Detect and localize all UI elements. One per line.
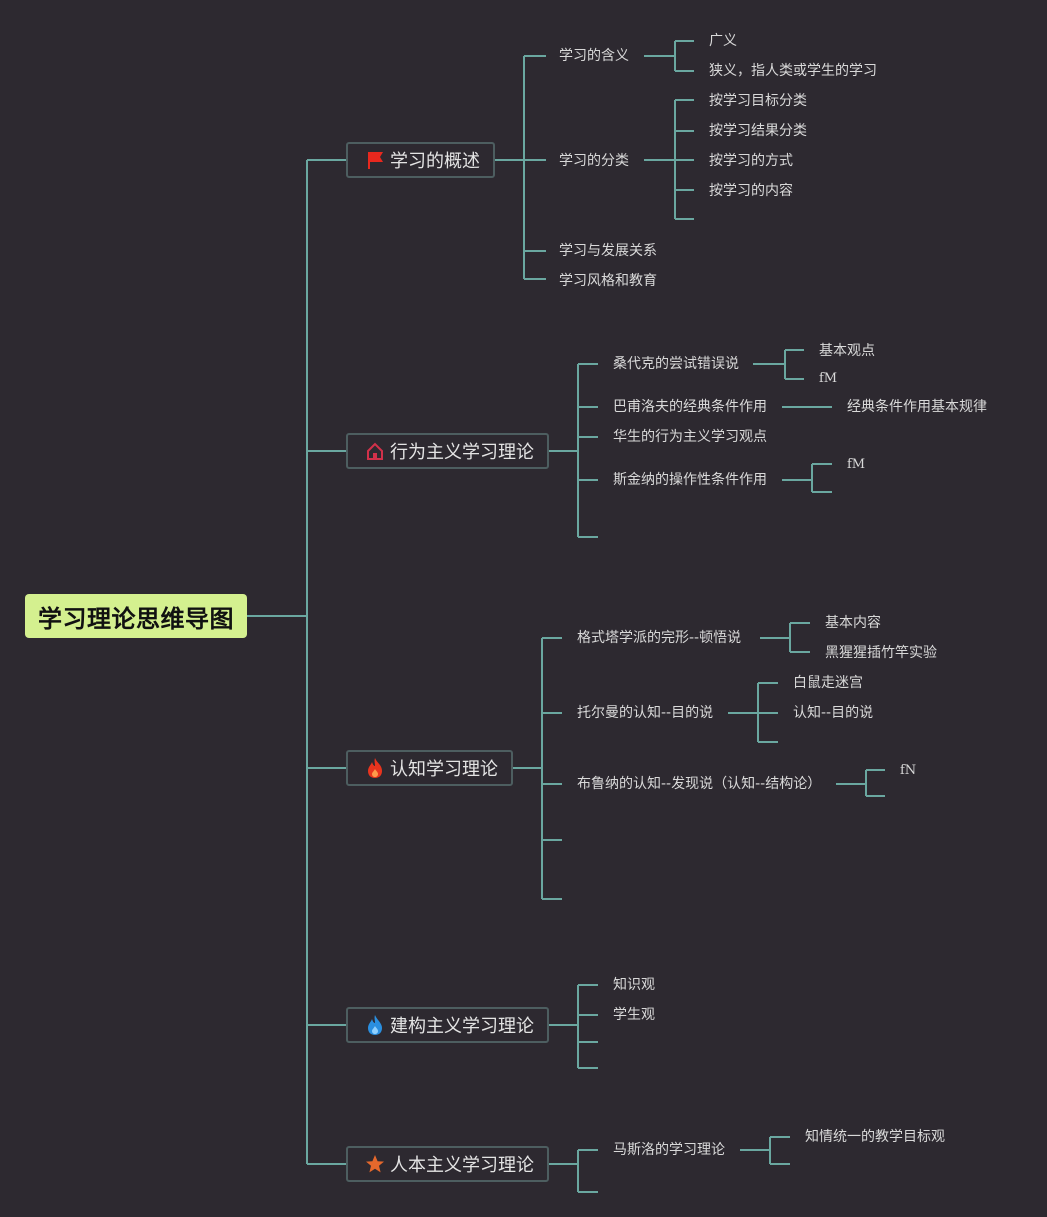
subtopic[interactable]: 华生的行为主义学习观点 xyxy=(613,429,767,445)
subtopic[interactable]: 学习的含义 xyxy=(559,48,629,64)
connector xyxy=(836,769,885,797)
leaf-node[interactable]: 广义 xyxy=(709,33,737,49)
subtopic[interactable]: 格式塔学派的完形--顿悟说 xyxy=(577,630,742,646)
leaf-node[interactable]: 基本内容 xyxy=(825,615,881,631)
connector xyxy=(760,622,810,653)
subtopic[interactable]: 学生观 xyxy=(613,1007,655,1023)
connector xyxy=(782,463,832,493)
leaf-node[interactable]: 黑猩猩插竹竿实验 xyxy=(825,645,937,661)
subtopic[interactable]: 马斯洛的学习理论 xyxy=(613,1142,725,1158)
leaf-node[interactable]: 知情统一的教学目标观 xyxy=(805,1129,945,1145)
leaf-node[interactable]: fM xyxy=(847,457,866,472)
leaf-node[interactable]: fM xyxy=(819,371,838,386)
topic-behaviorism[interactable]: 行为主义学习理论 xyxy=(346,433,549,469)
subtopic[interactable]: 学习风格和教育 xyxy=(559,273,657,289)
topic-label: 建构主义学习理论 xyxy=(390,1016,534,1037)
topic-humanism[interactable]: 人本主义学习理论 xyxy=(346,1146,549,1182)
root-label: 学习理论思维导图 xyxy=(38,604,234,633)
leaf-node[interactable]: 认知--目的说 xyxy=(793,705,874,721)
subtopic[interactable]: 斯金纳的操作性条件作用 xyxy=(613,472,767,488)
leaf-node[interactable]: fN xyxy=(900,763,917,778)
water-drop-icon xyxy=(364,1014,386,1036)
subtopic[interactable]: 知识观 xyxy=(613,977,655,993)
star-icon xyxy=(364,1153,386,1175)
leaf-node[interactable]: 白鼠走迷宫 xyxy=(793,675,863,691)
topic-label: 认知学习理论 xyxy=(390,759,498,780)
topic-constructivism[interactable]: 建构主义学习理论 xyxy=(346,1007,549,1043)
topic-label: 学习的概述 xyxy=(390,151,480,172)
leaf-node[interactable]: 狭义，指人类或学生的学习 xyxy=(709,63,877,79)
subtopic[interactable]: 托尔曼的认知--目的说 xyxy=(577,705,714,721)
topic-label: 行为主义学习理论 xyxy=(390,442,534,463)
subtopic[interactable]: 桑代克的尝试错误说 xyxy=(613,356,739,372)
topic-learning-overview[interactable]: 学习的概述 xyxy=(346,142,495,178)
leaf-node[interactable]: 按学习的内容 xyxy=(709,183,793,199)
subtopic[interactable]: 布鲁纳的认知--发现说（认知--结构论） xyxy=(577,776,822,792)
connector xyxy=(740,1136,790,1165)
topic-label: 人本主义学习理论 xyxy=(390,1155,534,1176)
leaf-node[interactable]: 按学习目标分类 xyxy=(709,93,807,109)
fire-icon xyxy=(364,757,386,779)
red-flag-icon xyxy=(364,149,386,171)
connector xyxy=(644,40,694,72)
subtopic[interactable]: 学习的分类 xyxy=(559,153,629,169)
leaf-node[interactable]: 按学习结果分类 xyxy=(709,123,807,139)
leaf-node[interactable]: 按学习的方式 xyxy=(709,153,793,169)
connector xyxy=(549,984,598,1069)
connector xyxy=(549,1149,598,1193)
connector xyxy=(728,682,778,743)
root-node[interactable]: 学习理论思维导图 xyxy=(25,594,247,638)
connector xyxy=(753,349,804,380)
leaf-node[interactable]: 经典条件作用基本规律 xyxy=(847,399,987,415)
subtopic[interactable]: 学习与发展关系 xyxy=(559,243,657,259)
connector xyxy=(513,637,562,900)
connector xyxy=(549,363,598,538)
connector xyxy=(644,99,694,220)
subtopic[interactable]: 巴甫洛夫的经典条件作用 xyxy=(613,399,767,415)
topic-cognitivism[interactable]: 认知学习理论 xyxy=(346,750,513,786)
leaf-node[interactable]: 基本观点 xyxy=(819,343,875,359)
house-icon xyxy=(364,440,386,462)
connector xyxy=(247,159,346,1165)
connector xyxy=(495,55,546,280)
